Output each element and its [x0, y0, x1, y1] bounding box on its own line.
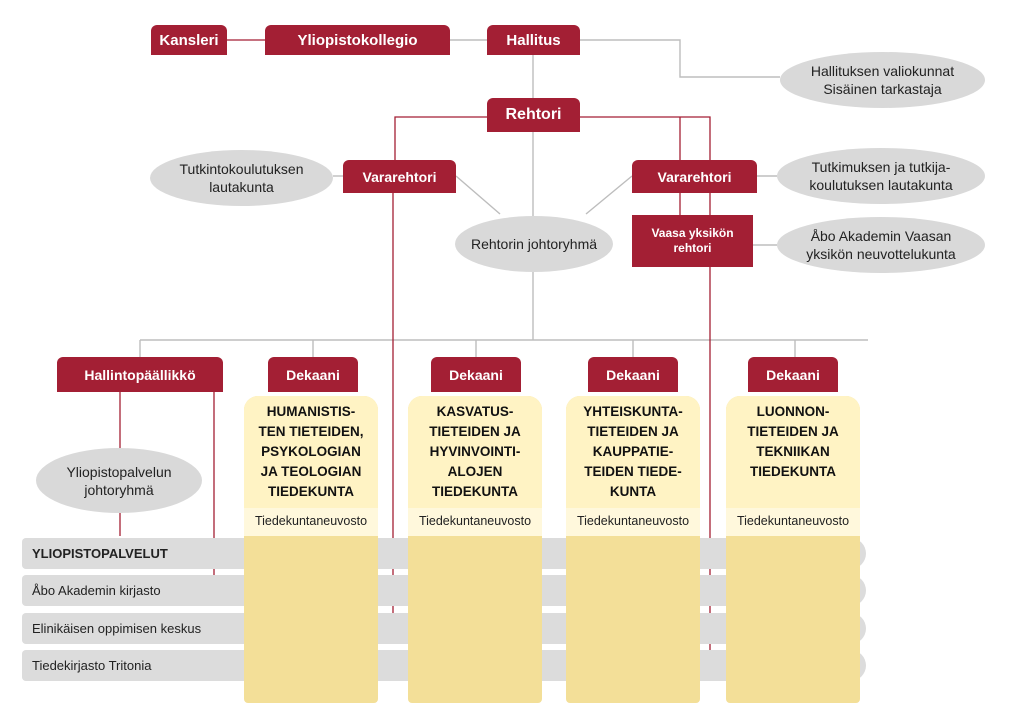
- vararehtori-left-box: Vararehtori: [343, 160, 456, 193]
- dekaani-box-2: Dekaani: [431, 357, 521, 392]
- vaasa-advisory-board-ellipse: Åbo Akademin Vaasan yksikön neuvotteluku…: [777, 217, 985, 273]
- services-header: YLIOPISTOPALVELUT: [32, 546, 168, 561]
- vaasa-rector-box: Vaasa yksikön rehtori: [632, 215, 753, 267]
- hallitus-box: Hallitus: [487, 25, 580, 55]
- faculty-council: Tiedekuntaneuvosto: [408, 508, 542, 536]
- faculty-council: Tiedekuntaneuvosto: [566, 508, 700, 536]
- rehtori-box: Rehtori: [487, 98, 580, 132]
- dekaani-box-1: Dekaani: [268, 357, 358, 392]
- faculty-name: LUONNON- TIETEIDEN JA TEKNIIKAN TIEDEKUN…: [747, 404, 839, 479]
- kansleri-box: Kansleri: [151, 25, 227, 55]
- university-services-management-ellipse: Yliopistopalvelun johtoryhmä: [36, 448, 202, 513]
- dekaani-box-3: Dekaani: [588, 357, 678, 392]
- research-board-ellipse: Tutkimuksen ja tutkija- koulutuksen laut…: [777, 148, 985, 204]
- service-lifelong-learning: Elinikäisen oppimisen keskus: [32, 621, 202, 636]
- faculty-name: KASVATUS- TIETEIDEN JA HYVINVOINTI- ALOJ…: [429, 404, 521, 499]
- service-tritonia: Tiedekirjasto Tritonia: [32, 658, 152, 673]
- degree-education-board-ellipse: Tutkintokoulutuksen lautakunta: [150, 150, 333, 206]
- vararehtori-right-box: Vararehtori: [632, 160, 757, 193]
- faculty-name: HUMANISTIS- TEN TIETEIDEN, PSYKOLOGIAN J…: [258, 404, 364, 499]
- rector-management-group-ellipse: Rehtorin johtoryhmä: [455, 216, 613, 272]
- faculty-name: YHTEISKUNTA- TIETEIDEN JA KAUPPATIE- TEI…: [583, 404, 683, 499]
- faculty-column-natural-sciences: LUONNON- TIETEIDEN JA TEKNIIKAN TIEDEKUN…: [726, 396, 860, 703]
- dekaani-box-4: Dekaani: [748, 357, 838, 392]
- yliopistokollegio-box: Yliopistokollegio: [265, 25, 450, 55]
- faculty-column-humanities: HUMANISTIS- TEN TIETEIDEN, PSYKOLOGIAN J…: [244, 396, 378, 703]
- faculty-column-social-sciences: YHTEISKUNTA- TIETEIDEN JA KAUPPATIE- TEI…: [566, 396, 700, 703]
- service-library: Åbo Akademin kirjasto: [32, 583, 161, 598]
- hallintopaallikko-box: Hallintopäällikkö: [57, 357, 223, 392]
- hallitus-committees-ellipse: Hallituksen valiokunnat Sisäinen tarkast…: [780, 52, 985, 108]
- faculty-council: Tiedekuntaneuvosto: [726, 508, 860, 536]
- faculty-column-education: KASVATUS- TIETEIDEN JA HYVINVOINTI- ALOJ…: [408, 396, 542, 703]
- faculty-council: Tiedekuntaneuvosto: [244, 508, 378, 536]
